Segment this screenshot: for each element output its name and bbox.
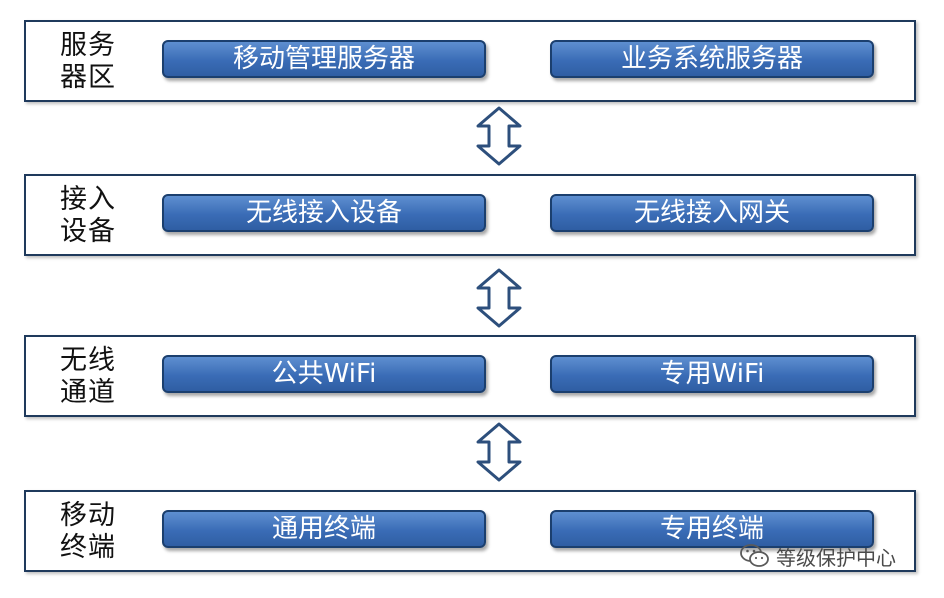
bidirectional-arrow-icon — [476, 106, 522, 166]
bidirectional-arrow-icon — [476, 268, 522, 328]
layer-wireless-channel: 无线 通道 公共WiFi 专用WiFi — [24, 335, 916, 417]
layer-label: 无线 通道 — [60, 345, 116, 408]
wechat-icon — [740, 544, 769, 567]
layer-access-device: 接入 设备 无线接入设备 无线接入网关 — [24, 174, 916, 256]
node-wireless-access-device: 无线接入设备 — [162, 194, 486, 232]
layer-label: 接入 设备 — [60, 184, 116, 247]
node-wireless-access-gateway: 无线接入网关 — [550, 194, 874, 232]
layer-label: 服务 器区 — [60, 30, 116, 93]
node-mobile-management-server: 移动管理服务器 — [162, 40, 486, 78]
watermark: 等级保护中心 — [740, 541, 896, 571]
node-dedicated-terminal: 专用终端 — [550, 510, 874, 548]
layer-mobile-terminal: 移动 终端 通用终端 专用终端 — [24, 490, 916, 572]
node-business-system-server: 业务系统服务器 — [550, 40, 874, 78]
watermark-text: 等级保护中心 — [776, 545, 896, 570]
bidirectional-arrow-icon — [476, 422, 522, 482]
layer-label: 移动 终端 — [60, 500, 116, 563]
layer-server: 服务 器区 移动管理服务器 业务系统服务器 — [24, 20, 916, 102]
node-public-wifi: 公共WiFi — [162, 355, 486, 393]
node-private-wifi: 专用WiFi — [550, 355, 874, 393]
node-general-terminal: 通用终端 — [162, 510, 486, 548]
